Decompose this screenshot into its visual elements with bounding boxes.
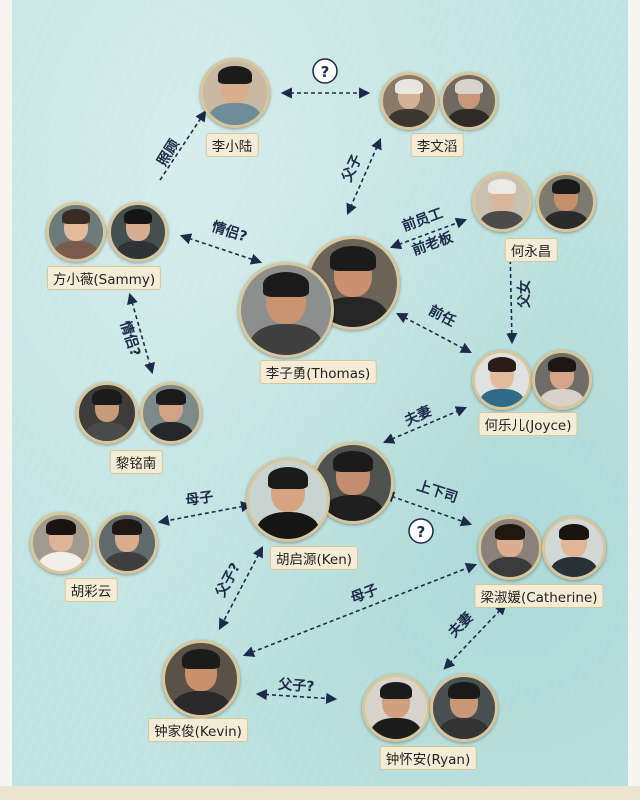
portrait-ryan-2 <box>430 674 498 742</box>
portrait-kevin <box>162 640 240 718</box>
name-ryan: 钟怀安(Ryan) <box>379 746 477 770</box>
label-ken-catherine: 上下司 <box>415 478 460 506</box>
name-thomas: 李子勇(Thomas) <box>259 360 377 384</box>
portrait-catherine-1 <box>478 516 542 580</box>
question-badge-ken-catherine: ? <box>408 518 434 544</box>
name-sammy: 方小薇(Sammy) <box>46 266 162 290</box>
name-catherine: 梁淑媛(Catherine) <box>474 584 604 608</box>
edge-sammy-thomas <box>179 233 263 265</box>
portrait-sammy-1 <box>46 202 106 262</box>
name-he-yongchang: 何永昌 <box>504 238 558 262</box>
portrait-catherine-2 <box>542 516 606 580</box>
portrait-li-mingnan-1 <box>76 382 138 444</box>
name-li-wentao: 李文滔 <box>410 133 464 157</box>
portrait-joyce-2 <box>532 350 592 410</box>
name-li-mingnan: 黎铭南 <box>109 450 163 474</box>
name-kevin: 钟家俊(Kevin) <box>148 718 248 742</box>
right-frame-border <box>628 0 640 800</box>
edge-sammy-mingnan <box>127 292 155 375</box>
label-ken-joyce: 夫妻 <box>402 402 435 429</box>
portrait-li-xiaolu <box>200 58 270 128</box>
name-hu-caiyun: 胡彩云 <box>64 578 118 602</box>
edge-ken-huicaiyun <box>157 501 253 526</box>
portrait-he-yongchang-2 <box>536 172 596 232</box>
portrait-li-wentao-1 <box>380 72 438 130</box>
label-catherine-ryan: 夫妻 <box>445 609 477 641</box>
portrait-ryan-1 <box>362 674 430 742</box>
portrait-joyce-1 <box>472 350 532 410</box>
label-sammy-thomas: 情侣? <box>210 218 250 245</box>
svg-text:?: ? <box>417 523 426 541</box>
edge-kevin-catherine <box>242 563 478 657</box>
portrait-li-mingnan-2 <box>140 382 202 444</box>
question-badge-xiaolu-wentao: ? <box>312 58 338 84</box>
name-li-xiaolu: 李小陆 <box>205 133 259 157</box>
edge-wentao-thomas <box>346 137 382 216</box>
edge-thomas-he <box>389 217 468 250</box>
edge-ken-kevin <box>218 546 264 630</box>
label-ken-huicaiyun: 母子 <box>184 489 214 509</box>
portrait-sammy-2 <box>108 202 168 262</box>
name-joyce: 何乐儿(Joyce) <box>478 412 578 436</box>
portrait-hu-caiyun-2 <box>96 512 158 574</box>
edge-ken-catherine <box>382 491 473 527</box>
edge-ken-joyce <box>382 406 468 444</box>
label-he-joyce: 父女 <box>516 280 533 309</box>
svg-text:?: ? <box>321 63 330 81</box>
portrait-he-yongchang-1 <box>472 172 532 232</box>
edge-catherine-ryan <box>443 603 507 670</box>
label-kevin-ryan: 父子? <box>277 677 315 696</box>
portrait-ken-1 <box>246 458 330 542</box>
label-thomas-joyce: 前任 <box>426 302 459 330</box>
portrait-li-wentao-2 <box>440 72 498 130</box>
label-thomas-he-2: 前老板 <box>410 228 456 259</box>
name-ken: 胡启源(Ken) <box>269 546 359 570</box>
portrait-thomas-1 <box>238 262 334 358</box>
label-sammy-xiaolu: 照顾 <box>154 137 182 169</box>
edge-he-joyce <box>504 243 518 345</box>
left-frame-border <box>0 0 12 800</box>
portrait-hu-caiyun-1 <box>30 512 92 574</box>
label-ken-kevin: 父子? <box>212 560 244 600</box>
bottom-frame-border <box>0 786 640 800</box>
edge-kevin-ryan <box>255 688 338 705</box>
label-sammy-mingnan: 情侣? <box>117 319 144 359</box>
